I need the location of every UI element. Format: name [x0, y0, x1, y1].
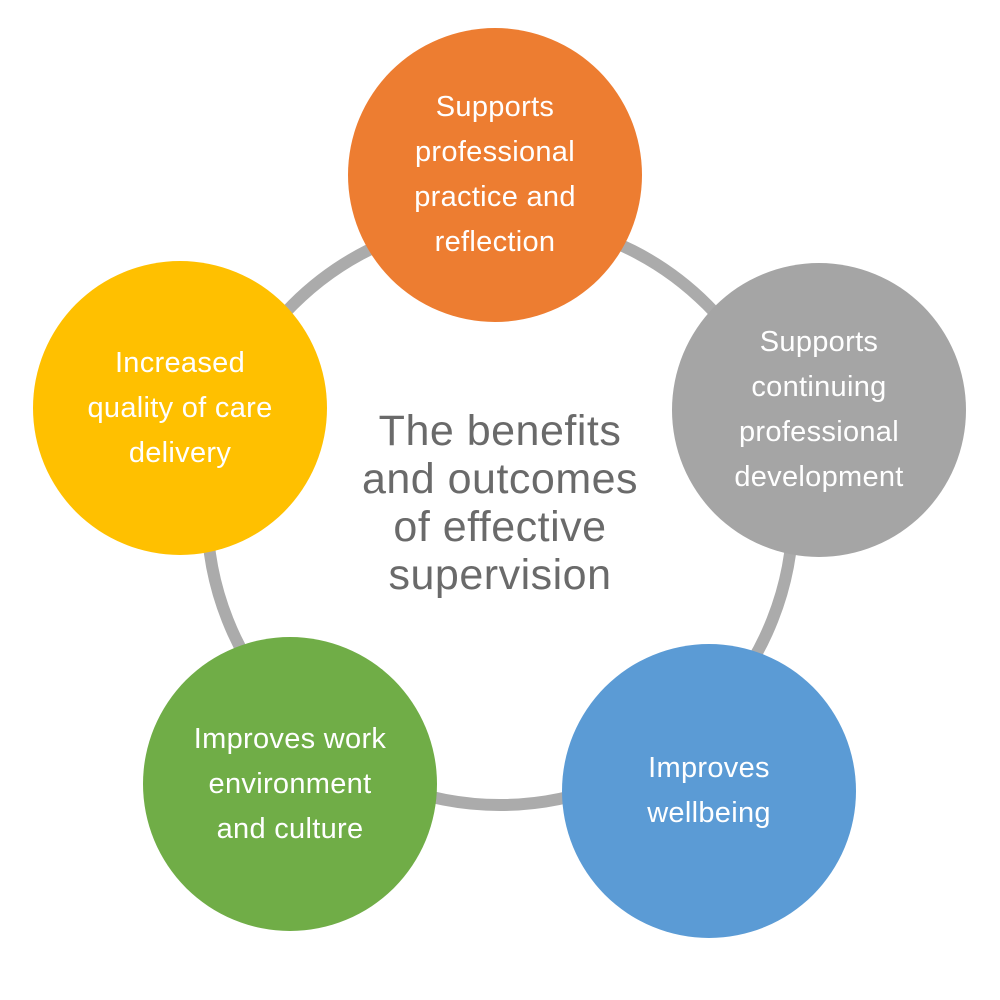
- circle-label-line: Supports: [435, 91, 555, 123]
- circle-label: Supports professional practice and refle…: [414, 85, 576, 265]
- circle-label: Improves work environment and culture: [194, 717, 386, 852]
- diagram-title-line: of effective: [393, 503, 607, 551]
- circle-label-line: and culture: [216, 812, 364, 845]
- diagram-title-line: supervision: [388, 551, 612, 599]
- circle-label: Increased quality of care delivery: [87, 341, 272, 476]
- circle-label-line: Improves work: [193, 722, 387, 755]
- circle-label-line: practice and: [414, 181, 576, 213]
- diagram-title-line: The benefits: [378, 407, 622, 455]
- circle-label-line: environment: [208, 767, 372, 800]
- diagram-title-line: and outcomes: [361, 455, 639, 503]
- circle-label-line: delivery: [128, 436, 232, 469]
- circle-supports-continuing-professional-development: Supports continuing professional develop…: [672, 263, 966, 557]
- circle-label-line: reflection: [434, 226, 556, 258]
- circle-supports-professional-practice: Supports professional practice and refle…: [348, 28, 642, 322]
- circle-label-line: professional: [415, 136, 575, 168]
- circle-label-line: continuing: [751, 371, 887, 403]
- circle-improves-wellbeing: Improves wellbeing: [562, 644, 856, 938]
- circle-label-line: Improves: [648, 752, 770, 784]
- circle-label: Supports continuing professional develop…: [734, 320, 903, 500]
- circle-label-line: wellbeing: [647, 797, 771, 829]
- circle-increased-quality-of-care-delivery: Increased quality of care delivery: [33, 261, 327, 555]
- circle-label: Improves wellbeing: [647, 746, 771, 836]
- circle-label-line: quality of care: [87, 391, 273, 424]
- circle-label-line: development: [734, 461, 904, 493]
- circle-label-line: Supports: [759, 326, 879, 358]
- circle-label-line: Increased: [114, 346, 246, 379]
- circle-improves-work-environment-and-culture: Improves work environment and culture: [143, 637, 437, 931]
- circle-label-line: professional: [739, 416, 899, 448]
- diagram-title: The benefits and outcomes of effective s…: [0, 407, 1000, 599]
